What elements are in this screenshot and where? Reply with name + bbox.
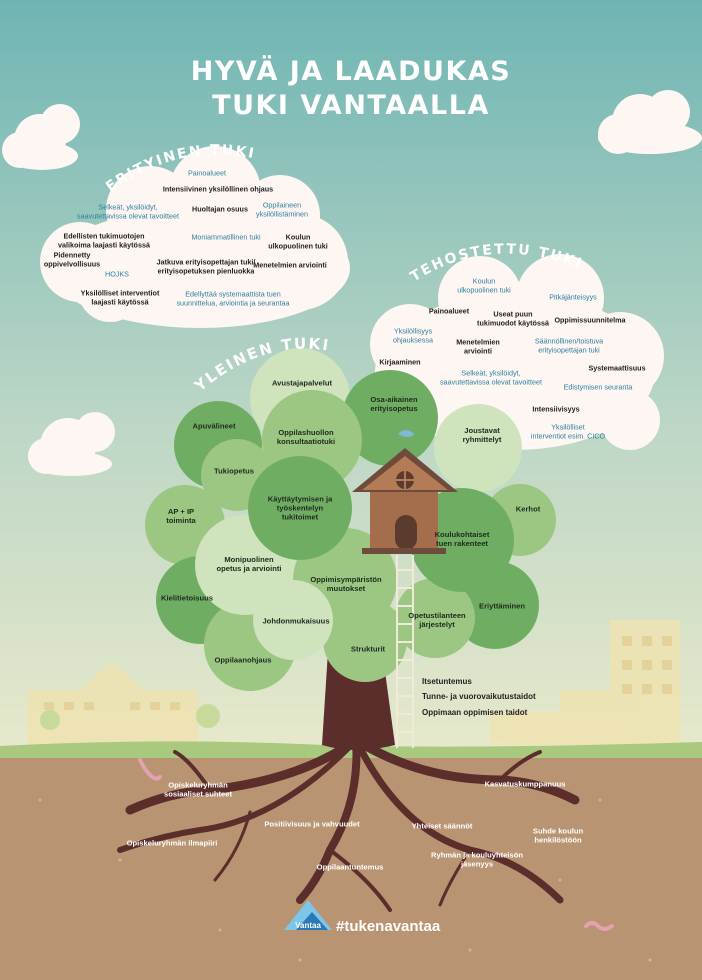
worm xyxy=(138,758,162,781)
tehostettu-item: Edistymisen seuranta xyxy=(563,382,633,392)
erityinen-item: Huoltajan osuus xyxy=(192,204,248,214)
leaf-label: Tukiopetus xyxy=(214,466,254,476)
tehostettu-item: Selkeät, yksilöidyt, saavutettavissa ole… xyxy=(440,368,542,386)
root-label: Opiskeluryhmän ilmapiiri xyxy=(126,838,218,848)
tehostettu-item: Useat puun tukimuodot käytössä xyxy=(477,309,549,327)
root-label: Kasvatuskumppanuus xyxy=(484,779,566,789)
logo-text: Vantaa xyxy=(295,921,321,930)
small-tree xyxy=(40,710,60,730)
root-label: Yhteiset säännöt xyxy=(411,821,473,831)
leaf-label: Johdonmukaisuus xyxy=(262,616,330,626)
leaf-bubble xyxy=(248,456,352,560)
main-title-line2: TUKI VANTAALLA xyxy=(212,90,490,121)
leaf-label: Oppilashuollon konsultaatiotuki xyxy=(276,427,336,446)
erityinen-item: Moniammatillinen tuki xyxy=(191,232,261,242)
root-label: Ryhmän ja kouluyhteisön jäsenyys xyxy=(431,850,523,869)
tehostettu-item: Säännöllinen/toistuva erityisopettajan t… xyxy=(534,336,604,354)
main-title-line1: HYVÄ JA LAADUKAS xyxy=(190,56,512,87)
cloud-tehostettu xyxy=(366,254,664,450)
leaf-label: Strukturit xyxy=(350,644,386,654)
leaf-label: Monipuolinen opetus ja arviointi xyxy=(216,554,282,573)
root-label: Positiivisuus ja vahvuudet xyxy=(264,819,360,829)
leaf-label: Koulukohtaiset tuen rakenteet xyxy=(434,529,490,548)
hashtag: #tukenavantaa xyxy=(336,918,441,935)
leaf-label: Käyttäytymisen ja työskentelyn tukitoime… xyxy=(267,494,333,522)
tehostettu-item: Menetelmien arviointi xyxy=(456,337,500,355)
tehostettu-item: Systemaattisuus xyxy=(588,363,646,373)
leaf-bubble xyxy=(253,580,333,660)
leaf-label: Oppilaanohjaus xyxy=(214,655,272,665)
leaf-label: Apuvälineet xyxy=(192,421,236,431)
root-label: Oppilaantuntemus xyxy=(316,862,384,872)
cloud-small-right xyxy=(598,90,702,154)
ladder-label: Oppimaan oppimisen taidot xyxy=(422,708,528,717)
cloud-small-left xyxy=(2,104,80,170)
root-label: Suhde koulun henkilöstöön xyxy=(532,826,584,845)
erityinen-item: Koulun ulkopuolinen tuki xyxy=(268,232,328,250)
erityinen-item: Painoalueet xyxy=(188,168,226,178)
leaf-bubble xyxy=(434,404,522,492)
erityinen-item: Intensiivinen yksilöllinen ohjaus xyxy=(162,184,274,194)
leaf-label: Eriyttäminen xyxy=(479,601,525,611)
erityinen-item: Menetelmien arviointi xyxy=(253,260,327,270)
leaf-label: Avustajapalvelut xyxy=(271,378,333,388)
erityinen-item: HOJKS xyxy=(105,269,129,279)
ladder xyxy=(396,555,414,748)
roots xyxy=(117,735,580,912)
city-windows xyxy=(44,636,672,710)
tehostettu-item: Koulun ulkopuolinen tuki xyxy=(457,276,511,294)
small-tree xyxy=(196,704,220,728)
leaf-label: Oppimisympäristön muutokset xyxy=(310,574,382,593)
leaf-label: Opetustilanteen järjestelyt xyxy=(408,610,466,629)
grass xyxy=(0,741,702,760)
cloud-small-lower-left xyxy=(28,412,115,476)
worm xyxy=(584,921,614,931)
ladder-label: Tunne- ja vuorovaikutustaidot xyxy=(422,692,536,701)
tehostettu-item: Oppimissuunnitelma xyxy=(554,315,626,325)
vantaa-logo: Vantaa xyxy=(284,900,332,930)
leaf-bubble xyxy=(395,578,475,658)
tehostettu-item: Painoalueet xyxy=(428,306,470,316)
tehostettu-item: Yksilölliset interventiot esim. CICO xyxy=(530,422,606,440)
ladder-label: Itsetuntemus xyxy=(422,677,472,686)
erityinen-item: Yksilölliset interventiot laajasti käytö… xyxy=(80,288,160,306)
erityinen-item: Pidennetty oppivelvollisuus xyxy=(43,250,101,268)
erityinen-item: Edellyttää systemaattista tuen suunnitte… xyxy=(176,289,290,307)
tree-crown xyxy=(145,348,556,691)
tehostettu-item: Kirjaaminen xyxy=(379,357,421,367)
tehostettu-item: Pitkäjänteisyys xyxy=(549,292,597,302)
leaf-label: Kielitietoisuus xyxy=(161,593,213,603)
treehouse xyxy=(352,430,458,554)
tehostettu-item: Intensiivisyys xyxy=(532,404,580,414)
leaf-bubble xyxy=(342,370,438,466)
leaf-label: Osa-aikainen erityisopetus xyxy=(370,394,418,413)
erityinen-item: Selkeät, yksilöidyt, saavutettavissa ole… xyxy=(77,202,179,220)
leaf-label: AP + IP toiminta xyxy=(166,506,196,525)
cloud-erityinen xyxy=(40,146,350,328)
root-label: Opiskeluryhmän sosiaaliset suhteet xyxy=(164,780,232,799)
city-silhouette xyxy=(28,620,680,745)
soil-specks xyxy=(38,798,652,962)
erityinen-item: Jatkuva erityisopettajan tuki/ erityisop… xyxy=(156,257,256,275)
tehostettu-item: Yksilöllisyys ohjauksessa xyxy=(393,326,433,344)
erityinen-item: Oppilaineen yksilöllistäminen xyxy=(256,200,308,218)
leaf-label: Joustavat ryhmittelyt xyxy=(462,425,502,444)
erityinen-item: Edellisten tukimuotojen valikoima laajas… xyxy=(58,231,150,249)
leaf-label: Kerhot xyxy=(515,504,541,514)
